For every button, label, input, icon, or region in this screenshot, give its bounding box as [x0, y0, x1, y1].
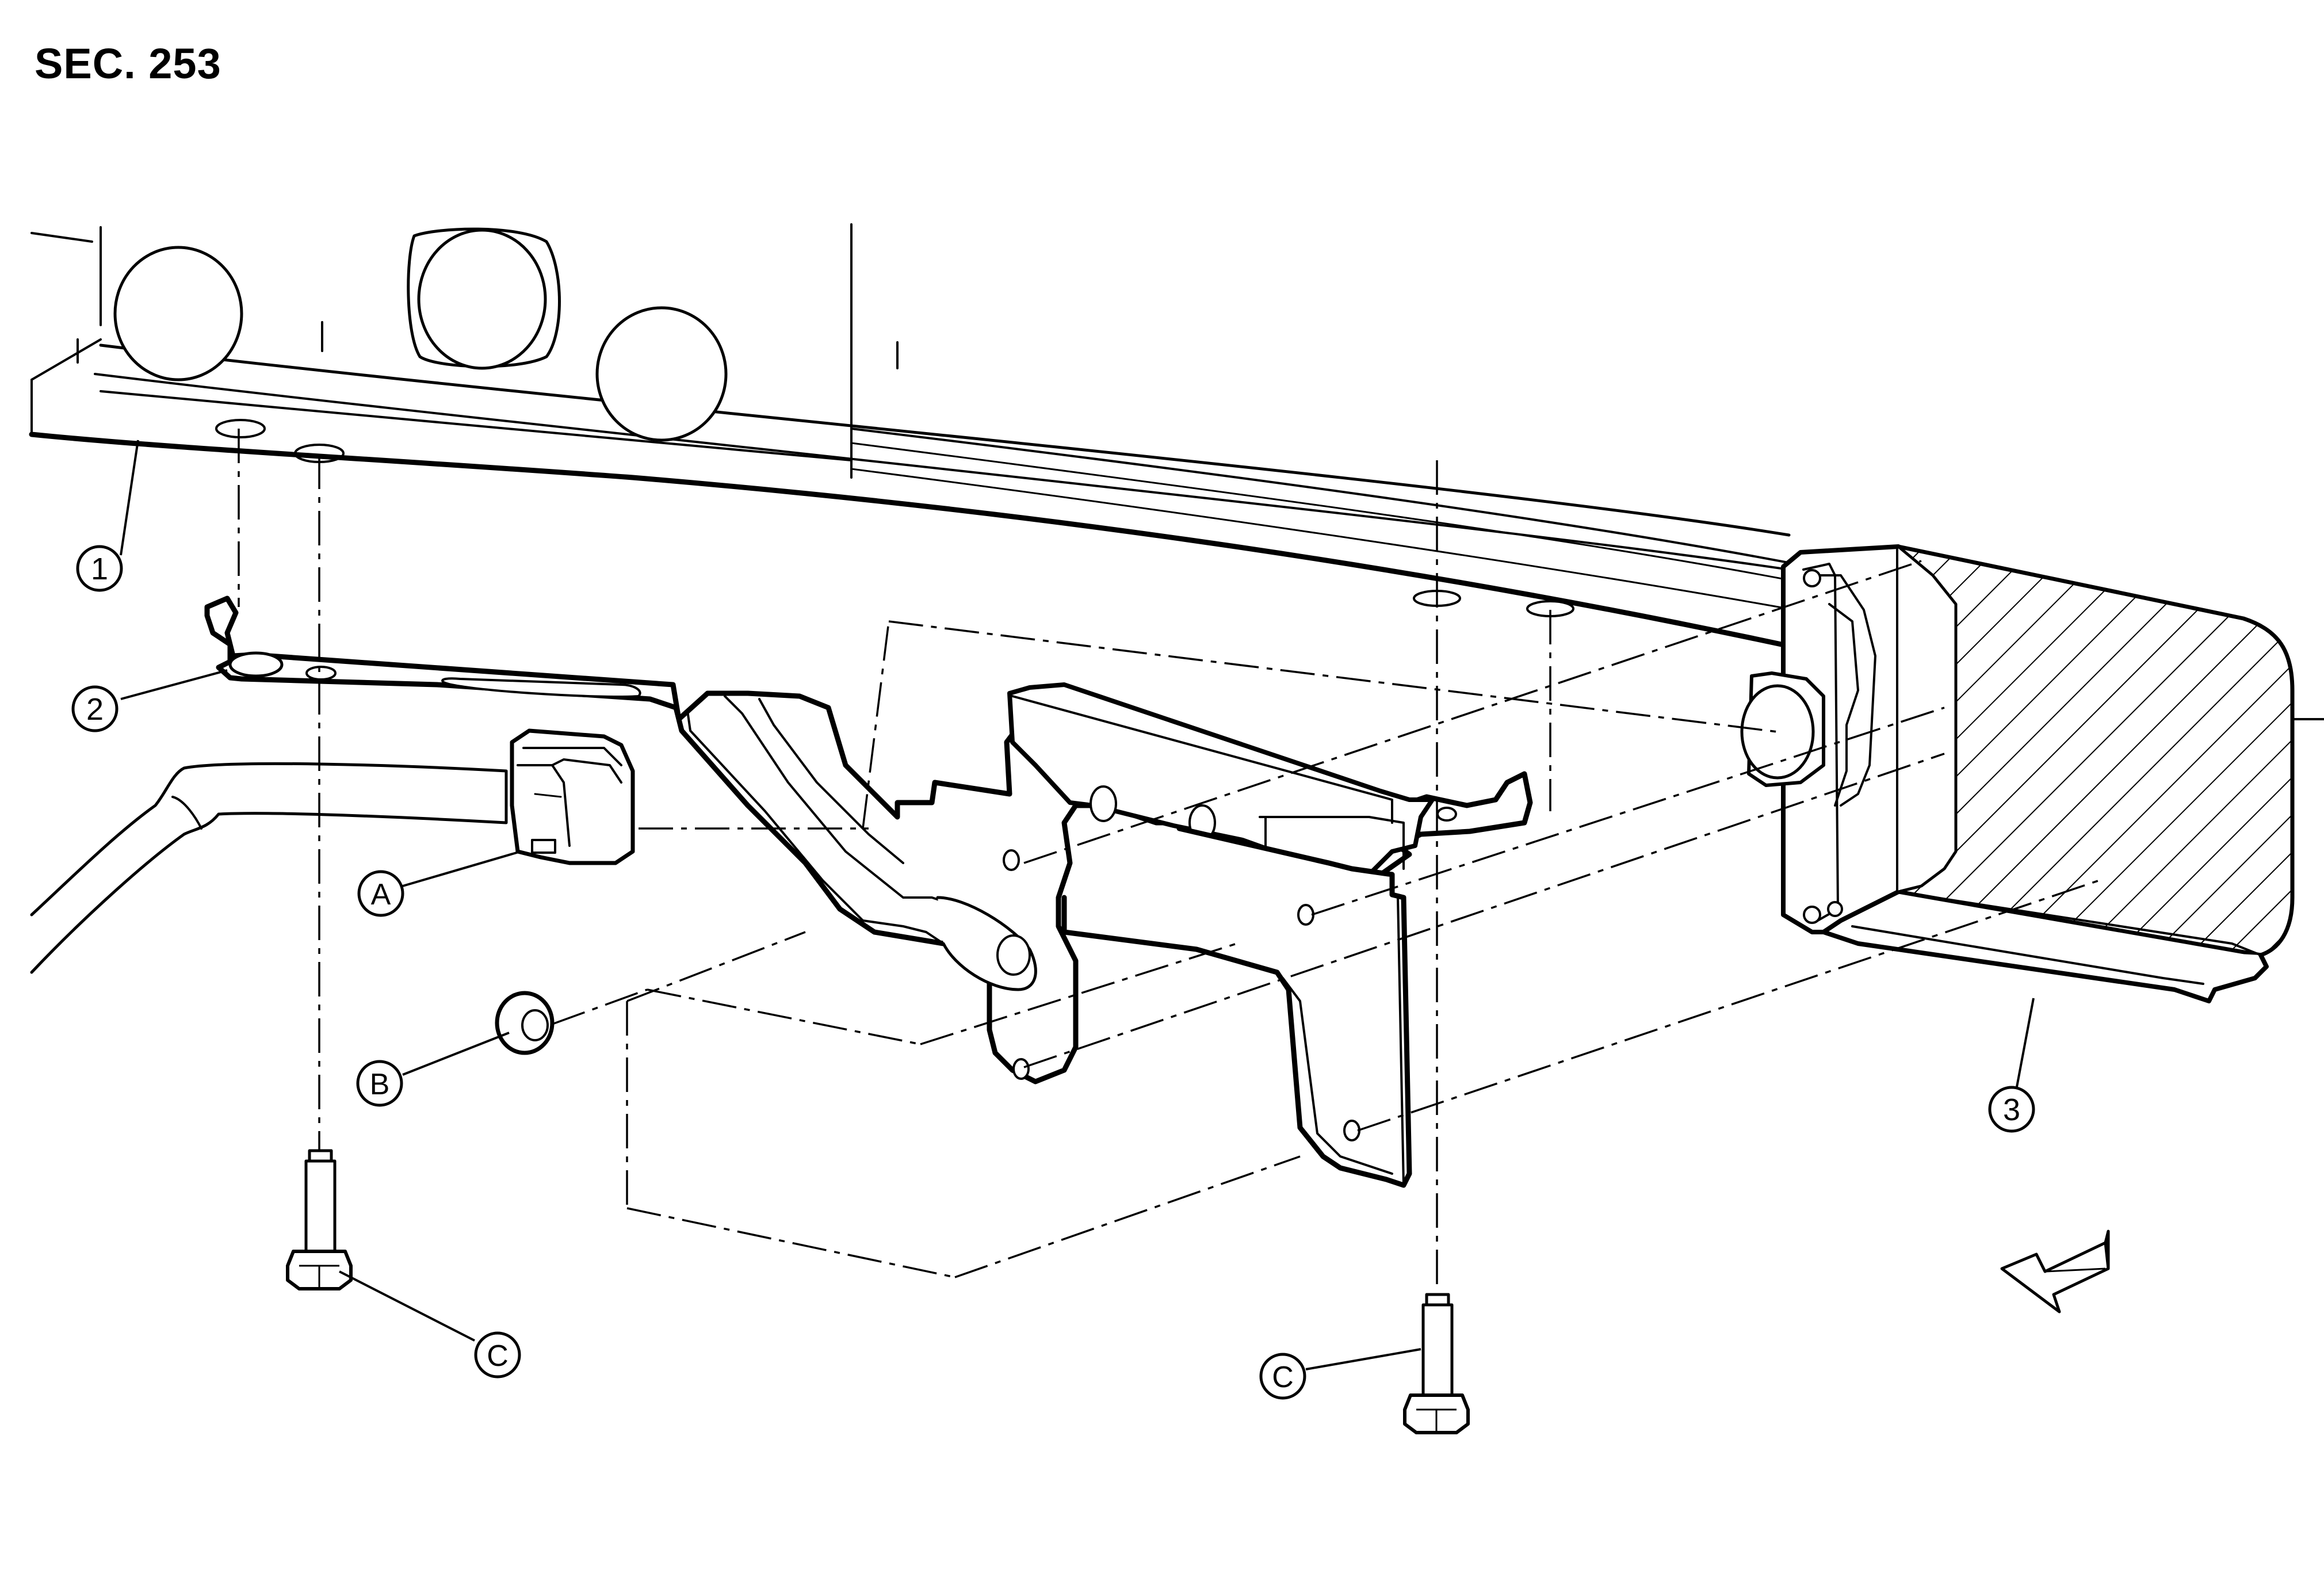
svg-text:1: 1 — [91, 552, 108, 586]
svg-text:B: B — [370, 1068, 390, 1101]
bolt-c-left — [286, 1149, 353, 1290]
alignment-lines — [238, 429, 2100, 1289]
svg-text:2: 2 — [86, 692, 104, 727]
callout-a: A — [357, 870, 404, 917]
section-label: SEC. 253 — [35, 40, 221, 87]
front-arrow-icon — [2000, 1229, 2110, 1313]
vehicle-body-frame — [29, 223, 1798, 657]
connector-a — [510, 728, 635, 865]
callout-c-left: C — [474, 1331, 521, 1379]
bracket — [204, 595, 1533, 1188]
callout-part-2: 2 — [71, 685, 119, 732]
grommet-b — [495, 991, 555, 1055]
bolt-c-right — [1403, 1293, 1470, 1434]
svg-text:C: C — [487, 1339, 509, 1373]
svg-text:3: 3 — [2003, 1093, 2020, 1127]
wiring-harness — [30, 762, 508, 974]
svg-text:C: C — [1272, 1361, 1294, 1394]
module-unit — [1740, 544, 2324, 1003]
leader-lines — [120, 440, 2035, 1370]
svg-text:A: A — [371, 878, 391, 911]
callout-part-1: 1 — [76, 545, 123, 592]
callout-c-right: C — [1259, 1353, 1306, 1400]
callout-b: B — [356, 1060, 403, 1107]
callout-part-3: 3 — [1988, 1086, 2035, 1133]
